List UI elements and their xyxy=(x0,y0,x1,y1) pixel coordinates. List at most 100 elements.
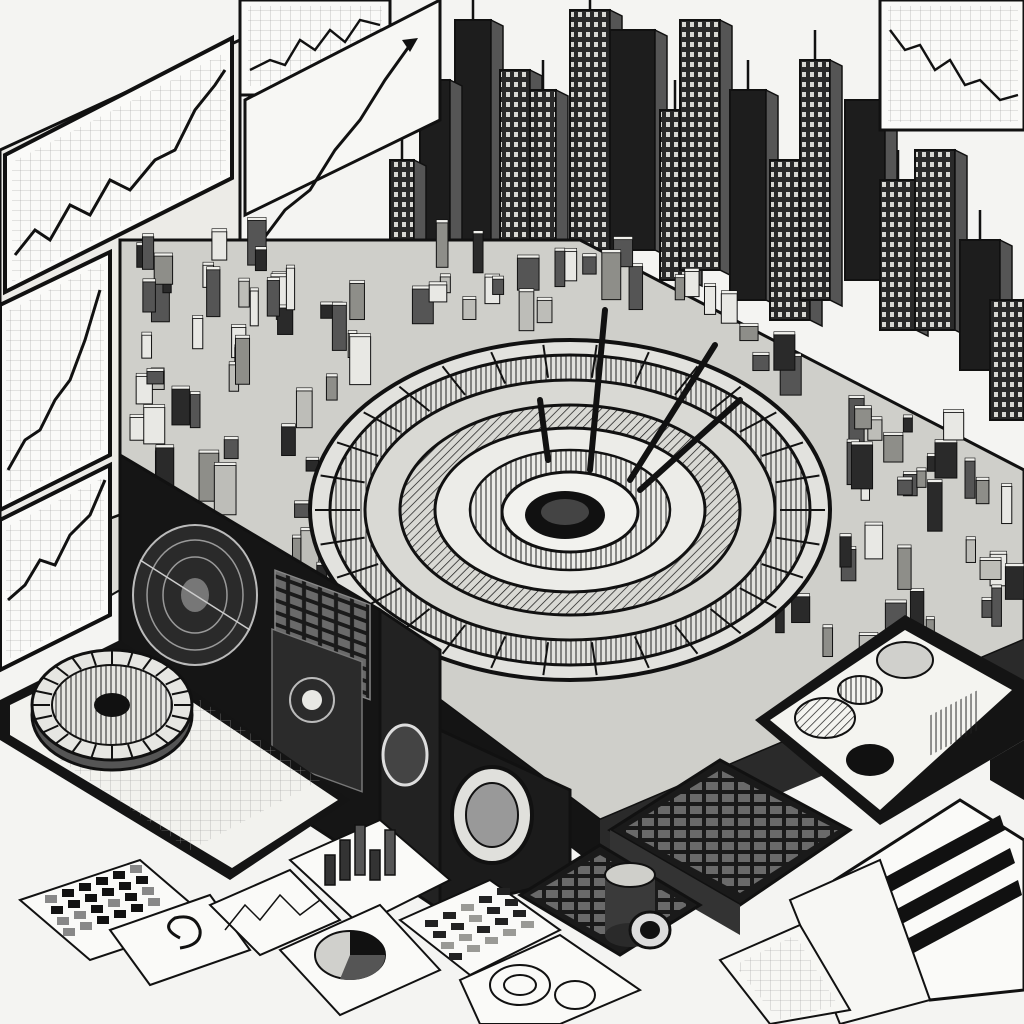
tablet-right xyxy=(755,615,1024,825)
city-building xyxy=(916,470,927,488)
city-building-roof xyxy=(582,253,597,258)
city-building xyxy=(462,298,477,320)
arena-rib xyxy=(490,636,507,669)
city-building xyxy=(266,279,280,317)
tablet-right-edge xyxy=(990,740,1024,800)
document-bar-horizontal xyxy=(832,798,1024,1002)
city-building xyxy=(628,266,644,311)
arena-rib xyxy=(363,411,401,433)
dial-tick xyxy=(42,676,59,686)
city-building-roof xyxy=(704,283,716,287)
line-chart-panel-3 xyxy=(0,461,112,673)
city-building xyxy=(822,627,834,658)
heatmap-cell xyxy=(80,922,92,930)
heatmap-cell xyxy=(125,893,137,901)
document-texture xyxy=(718,923,852,1024)
city-building xyxy=(601,252,622,301)
cylinder-stack xyxy=(604,862,672,950)
city-building-roof xyxy=(910,588,925,592)
arena-rib xyxy=(542,344,550,378)
city-building xyxy=(143,407,166,445)
city-building-roof xyxy=(1005,563,1024,567)
table-cell xyxy=(521,921,534,928)
city-building-roof xyxy=(979,557,1002,561)
city-building xyxy=(897,479,913,496)
heatmap-cell xyxy=(131,904,143,912)
skyscraper-side xyxy=(829,58,843,308)
table-cell xyxy=(513,910,526,917)
city-building xyxy=(564,250,578,282)
city-building-roof xyxy=(472,230,484,234)
city-building-roof xyxy=(822,624,833,629)
city-building xyxy=(975,479,990,505)
heatmap-cell xyxy=(57,917,69,925)
circular-arena xyxy=(308,338,832,682)
city-building-roof xyxy=(326,373,338,378)
city-building-roof xyxy=(674,274,685,278)
city-building xyxy=(897,547,912,590)
city-building-roof xyxy=(428,281,448,286)
dial-tick xyxy=(42,724,59,734)
city-building-roof xyxy=(518,288,535,292)
document-table xyxy=(398,878,562,977)
city-building xyxy=(472,233,484,274)
city-building-roof xyxy=(903,471,918,475)
city-building xyxy=(864,524,884,560)
arena-rib xyxy=(320,474,365,484)
city-building xyxy=(1004,566,1024,600)
city-building-roof xyxy=(989,550,1007,555)
dial-tick xyxy=(142,739,153,754)
skyscraper xyxy=(679,19,721,271)
heatmap-cell xyxy=(136,876,148,884)
city-building xyxy=(850,444,874,490)
dark-tile-board xyxy=(607,758,853,935)
city-building xyxy=(331,304,347,351)
city-building xyxy=(142,281,156,313)
heatmap-cell xyxy=(45,895,57,903)
city-building-roof xyxy=(965,536,976,541)
dial-tick xyxy=(71,739,82,754)
city-building-roof xyxy=(848,395,865,399)
city-building-roof xyxy=(143,404,166,408)
city-building-roof xyxy=(916,467,927,472)
city-building-roof xyxy=(146,368,164,372)
city-building xyxy=(979,559,1002,580)
heatmap-cell xyxy=(51,906,63,914)
city-building-roof xyxy=(266,277,280,281)
city-building xyxy=(235,337,251,385)
city-building-roof xyxy=(839,533,852,537)
document-bar-chart xyxy=(288,818,452,927)
table-cell xyxy=(461,904,474,911)
city-building-roof xyxy=(739,323,759,327)
city-building-roof xyxy=(255,246,267,251)
server-rack xyxy=(271,627,363,793)
document-circles xyxy=(458,933,643,1024)
dial-tick xyxy=(34,689,53,696)
city-building-roof xyxy=(554,247,566,252)
city-building-roof xyxy=(142,233,154,238)
dial-tick xyxy=(34,714,53,721)
city-building-roof xyxy=(211,228,228,233)
document-pie xyxy=(278,903,442,1017)
arena-rib xyxy=(761,441,804,457)
arena-rib xyxy=(709,385,742,412)
table-cell xyxy=(469,915,482,922)
city-building-roof xyxy=(238,277,250,282)
city-building-roof xyxy=(305,456,319,461)
city-building-roof xyxy=(864,521,883,526)
dial-tick xyxy=(165,724,182,734)
table-cell xyxy=(451,923,464,930)
arena-rib xyxy=(441,365,466,396)
city-building-roof xyxy=(440,273,451,278)
skyscraper xyxy=(529,89,557,261)
heatmap-cell xyxy=(91,905,103,913)
city-building-roof xyxy=(141,331,152,336)
heatmap-cell xyxy=(108,899,120,907)
table-cell xyxy=(503,929,516,936)
city-building xyxy=(536,299,553,324)
city-building-roof xyxy=(964,457,976,462)
city-building xyxy=(516,257,540,291)
heatmap-cell xyxy=(113,871,125,879)
city-building-roof xyxy=(247,217,267,221)
city-building xyxy=(773,334,796,371)
